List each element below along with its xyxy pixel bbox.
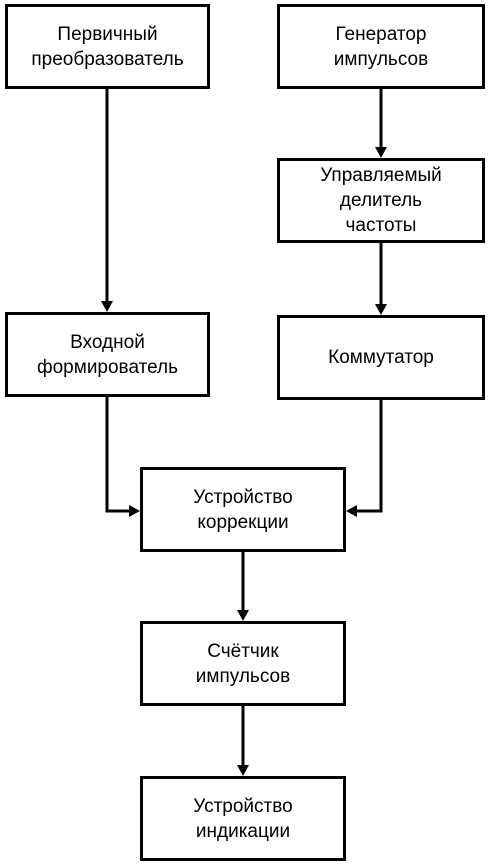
connector-input-to-correction [105, 397, 130, 513]
arrowhead-into-commutator [375, 304, 387, 315]
block-pulse-counter: Счётчик импульсов [140, 621, 346, 706]
block-input-shaper: Входной формирователь [5, 312, 210, 397]
block-frequency-divider: Управляемый делитель частоты [277, 158, 485, 243]
block-label: Коммутатор [328, 347, 434, 368]
arrowhead-into-correction-left [129, 505, 140, 517]
arrowhead-into-divider [375, 147, 387, 158]
block-correction-unit: Устройство коррекции [140, 467, 346, 552]
block-label: Генератор импульсов [333, 23, 429, 70]
arrowhead-into-correction-right [346, 505, 357, 517]
arrowhead-into-counter [237, 610, 249, 621]
arrowhead-into-input [101, 301, 113, 312]
block-label: Счётчик импульсов [195, 640, 291, 687]
block-label: Управляемый делитель частоты [320, 165, 442, 236]
block-label: Устройство индикации [193, 795, 293, 842]
connector-commutator-to-correction [356, 400, 383, 513]
block-label: Устройство коррекции [193, 486, 293, 533]
block-pulse-generator: Генератор импульсов [277, 4, 485, 89]
block-label: Первичный преобразователь [31, 23, 184, 70]
block-display-unit: Устройство индикации [140, 776, 346, 861]
block-label: Входной формирователь [36, 331, 178, 378]
block-commutator: Коммутатор [277, 315, 485, 400]
block-primary-converter: Первичный преобразователь [5, 4, 210, 89]
arrowhead-into-display [237, 765, 249, 776]
